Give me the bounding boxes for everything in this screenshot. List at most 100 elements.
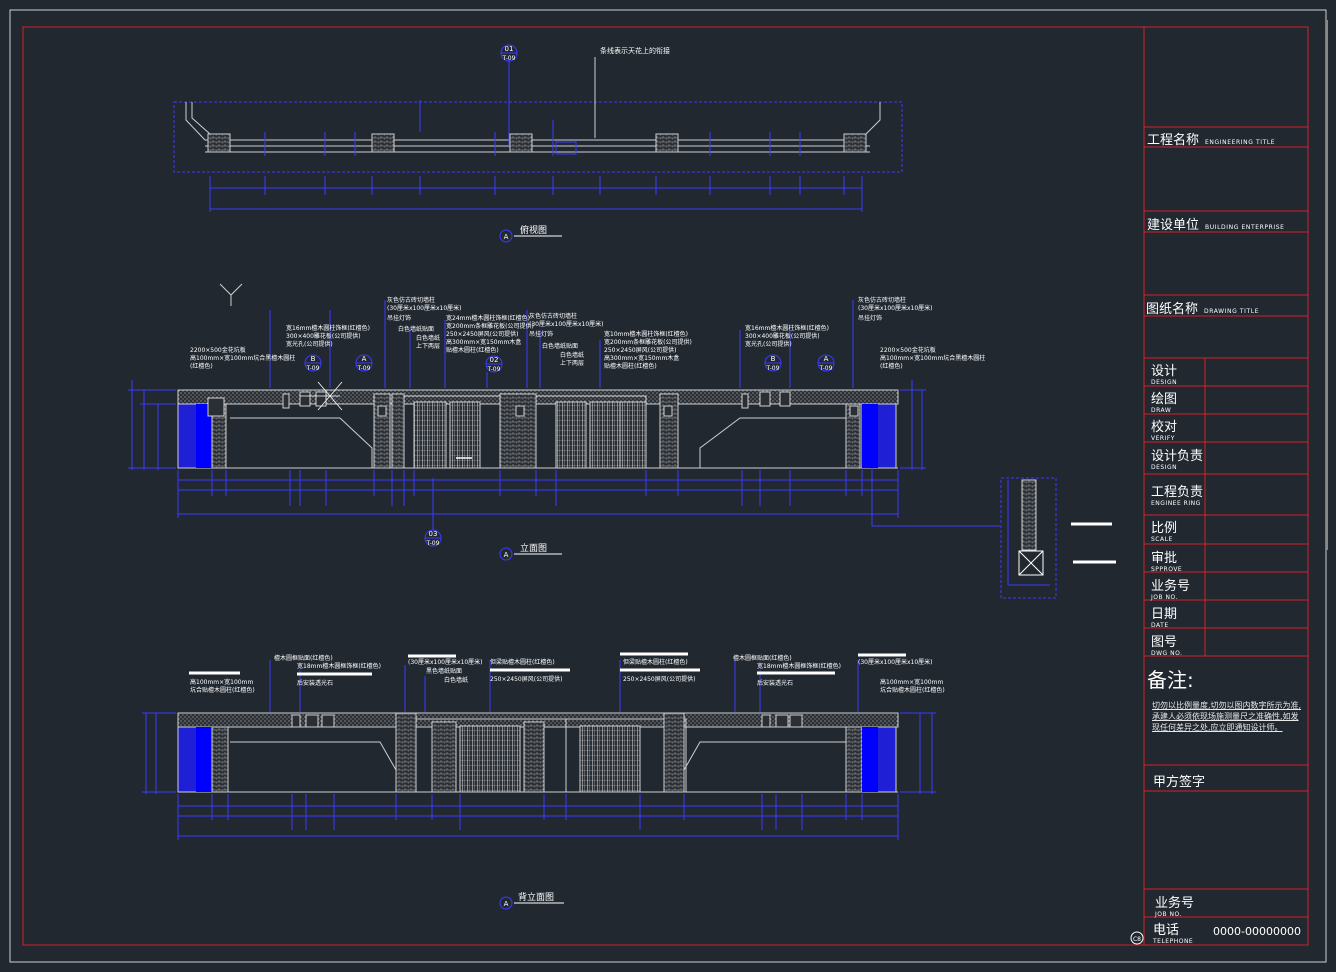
svg-text:T-09: T-09 xyxy=(426,540,440,547)
title-block-grid xyxy=(1144,126,1308,918)
svg-text:高100mm×宽100mm坑合黑檀木圆柱: 高100mm×宽100mm坑合黑檀木圆柱 xyxy=(880,354,985,362)
svg-text:宽16mm檀木圆柱饰框(红檀色): 宽16mm檀木圆柱饰框(红檀色) xyxy=(745,324,829,332)
inner-red-border xyxy=(22,26,1309,946)
svg-text:宽18mm檀木圆框饰框(红檀色): 宽18mm檀木圆框饰框(红檀色) xyxy=(297,662,381,670)
svg-text:后安装透光石: 后安装透光石 xyxy=(297,679,333,687)
callout-front-02: 02 T-09 xyxy=(485,355,503,373)
svg-text:白色墙纸: 白色墙纸 xyxy=(416,334,440,342)
callout-front-b-left: B T-09 xyxy=(304,354,322,372)
back-annotations: 高100mm×宽100mm 坑合贴檀木圆柱(红檀色) 檀木圆框贴面(红檀色) 宽… xyxy=(190,654,945,694)
svg-text:白色墙纸: 白色墙纸 xyxy=(444,676,468,684)
remarks-text: 切勿以比例量度,切勿以图内数字所示为准,承建人必须依现场施测量尺之准确性,如发现… xyxy=(1152,701,1302,732)
svg-text:灰色仿古砖切墙柱: 灰色仿古砖切墙柱 xyxy=(387,296,435,304)
svg-text:高100mm×宽100mm: 高100mm×宽100mm xyxy=(880,678,943,686)
svg-text:檀木圆框贴面(红檀色): 檀木圆框贴面(红檀色) xyxy=(733,654,792,662)
svg-text:吊挂灯饰: 吊挂灯饰 xyxy=(858,314,882,322)
logo-mark: C8 xyxy=(1130,931,1144,945)
svg-text:吊挂灯饰: 吊挂灯饰 xyxy=(387,314,411,322)
top-view-title: A 俯视图 xyxy=(499,224,562,243)
svg-text:高100mm×宽100mm: 高100mm×宽100mm xyxy=(190,678,253,686)
svg-text:T-09: T-09 xyxy=(306,365,320,372)
svg-text:T-09: T-09 xyxy=(357,365,371,372)
svg-text:C8: C8 xyxy=(1133,936,1141,943)
svg-text:300×400雕花板(公司提供): 300×400雕花板(公司提供) xyxy=(286,332,361,340)
callout-front-03: 03 T-09 xyxy=(424,529,442,547)
svg-text:A: A xyxy=(504,900,509,908)
svg-text:黑色墙纸贴面: 黑色墙纸贴面 xyxy=(426,667,462,675)
svg-text:宽200mm条框雕花板(公司提供): 宽200mm条框雕花板(公司提供) xyxy=(604,338,692,346)
callout-front-b-right: B T-09 xyxy=(764,354,782,372)
top-view-note: 条线表示天花上的衔接 xyxy=(600,46,670,55)
svg-text:上下两层: 上下两层 xyxy=(416,342,440,350)
remarks-title: 备注: xyxy=(1147,668,1194,692)
callout-01-num: 01 xyxy=(505,45,514,53)
svg-text:2200×500金花坑板: 2200×500金花坑板 xyxy=(190,346,246,354)
svg-text:250×2450屏风(公司提供): 250×2450屏风(公司提供) xyxy=(623,675,695,683)
svg-text:宽光孔(公司提供): 宽光孔(公司提供) xyxy=(286,340,333,348)
telephone-value: 0000-00000000 xyxy=(1213,925,1301,938)
svg-text:白色墙纸: 白色墙纸 xyxy=(560,351,584,359)
svg-text:高100mm×宽100mm坑合黑檀木圆柱: 高100mm×宽100mm坑合黑檀木圆柱 xyxy=(190,354,295,362)
svg-text:坑合贴檀木圆柱(红檀色): 坑合贴檀木圆柱(红檀色) xyxy=(190,686,255,694)
client-sign-label: 甲方签字 xyxy=(1153,775,1206,790)
back-view-title: A 背立面图 xyxy=(499,891,564,910)
svg-text:A: A xyxy=(504,233,509,241)
svg-text:灰色仿古砖切墙柱: 灰色仿古砖切墙柱 xyxy=(858,296,906,304)
svg-text:2200×500金花坑板: 2200×500金花坑板 xyxy=(880,346,936,354)
svg-text:白色墙纸贴面: 白色墙纸贴面 xyxy=(398,325,434,333)
svg-text:T-09: T-09 xyxy=(487,366,501,373)
svg-text:贴檀木圆柱(红檀色): 贴檀木圆柱(红檀色) xyxy=(446,346,499,354)
svg-text:(30厘米x100厘米x10厘米): (30厘米x100厘米x10厘米) xyxy=(858,658,933,666)
front-annotations: 2200×500金花坑板 高100mm×宽100mm坑合黑檀木圆柱 (红檀色) … xyxy=(190,296,985,370)
svg-text:但梁贴檀木圆柱(红檀色): 但梁贴檀木圆柱(红檀色) xyxy=(490,658,555,666)
callout-front-a-right: A T-09 xyxy=(817,354,835,372)
back-view-title-text: 背立面图 xyxy=(518,891,554,903)
svg-text:(30厘米x100厘米x10厘米): (30厘米x100厘米x10厘米) xyxy=(529,320,604,328)
svg-text:300×400雕花板(公司提供): 300×400雕花板(公司提供) xyxy=(745,332,820,340)
svg-text:宽200mm条框雕花板(公司提供): 宽200mm条框雕花板(公司提供) xyxy=(446,322,534,330)
svg-text:(30厘米x100厘米x10厘米): (30厘米x100厘米x10厘米) xyxy=(387,304,462,312)
svg-text:宽24mm檀木圆柱饰框(红檀色): 宽24mm檀木圆柱饰框(红檀色) xyxy=(446,314,530,322)
svg-text:03: 03 xyxy=(429,530,438,538)
svg-text:高300mm×宽150mm木盒: 高300mm×宽150mm木盒 xyxy=(446,338,521,346)
svg-text:灰色仿古砖切墙柱: 灰色仿古砖切墙柱 xyxy=(529,312,577,320)
svg-text:高300mm×宽150mm木盒: 高300mm×宽150mm木盒 xyxy=(604,354,679,362)
svg-text:宽光孔(公司提供): 宽光孔(公司提供) xyxy=(745,340,792,348)
svg-text:宽16mm檀木圆柱饰框(红檀色): 宽16mm檀木圆柱饰框(红檀色) xyxy=(286,324,370,332)
callout-01: 01 T-09 xyxy=(500,44,518,62)
svg-text:(红檀色): (红檀色) xyxy=(880,362,903,370)
side-detail xyxy=(1000,477,1116,599)
svg-text:02: 02 xyxy=(490,356,499,364)
svg-text:A: A xyxy=(824,355,829,363)
svg-text:(30厘米x100厘米x10厘米): (30厘米x100厘米x10厘米) xyxy=(408,658,483,666)
svg-text:A: A xyxy=(362,355,367,363)
svg-text:B: B xyxy=(771,355,776,363)
svg-text:T-09: T-09 xyxy=(766,365,780,372)
svg-text:后安装透光石: 后安装透光石 xyxy=(757,679,793,687)
svg-text:白色墙纸贴面: 白色墙纸贴面 xyxy=(542,342,578,350)
svg-text:宽10mm檀木圆柱饰框(红檀色): 宽10mm檀木圆柱饰框(红檀色) xyxy=(604,330,688,338)
back-elevation xyxy=(142,652,936,840)
svg-text:(红檀色): (红檀色) xyxy=(190,362,213,370)
svg-text:250×2450屏风(公司提供): 250×2450屏风(公司提供) xyxy=(604,346,676,354)
svg-text:檀木圆框贴面(红檀色): 檀木圆框贴面(红檀色) xyxy=(274,654,333,662)
callout-front-a-left: A T-09 xyxy=(355,354,373,372)
top-view xyxy=(173,57,903,212)
svg-text:T-09: T-09 xyxy=(819,365,833,372)
